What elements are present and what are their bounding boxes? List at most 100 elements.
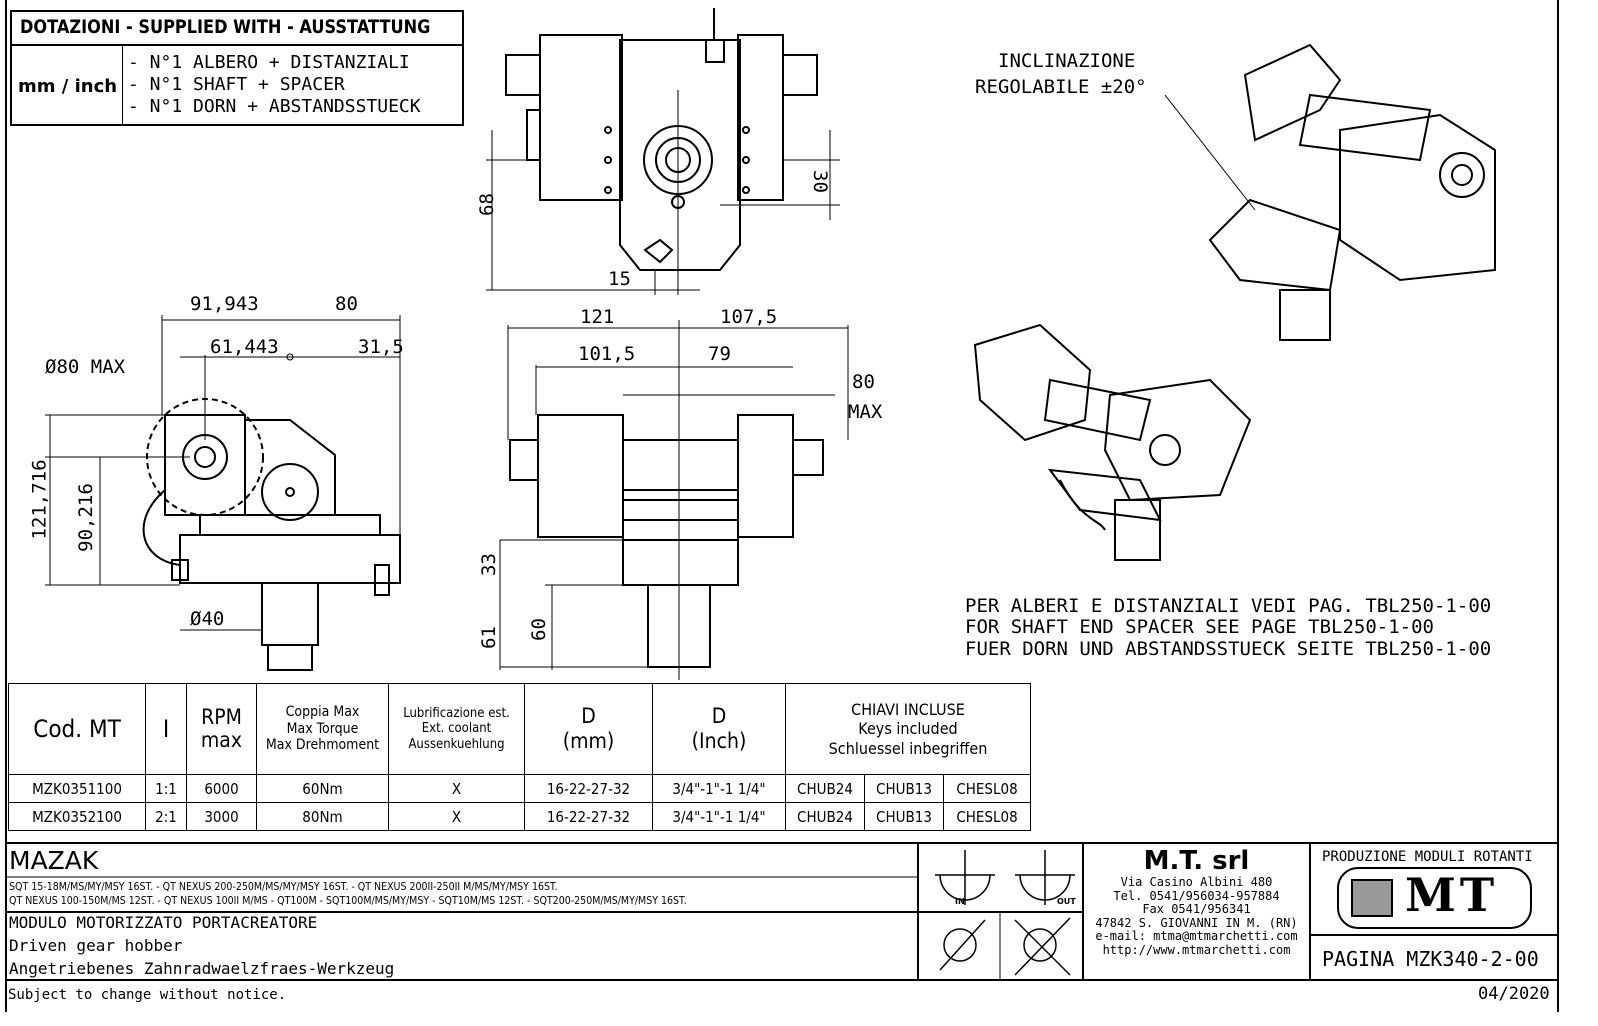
revision-date: 04/2020 (1478, 984, 1550, 1004)
company-email[interactable]: e-mail: mtma@mtmarchetti.com (1095, 929, 1298, 943)
header-line: Lubrificazione est. (403, 705, 510, 721)
cell-d-mm: 16-22-27-32 (524, 802, 653, 831)
isometric-view-top (1164, 43, 1496, 341)
supplied-with-box: DOTAZIONI - SUPPLIED WITH - AUSSTATTUNG … (10, 10, 464, 126)
header-line: (Inch) (691, 729, 747, 753)
side-view-drawing (45, 315, 401, 671)
header-rpm-line: max (200, 728, 243, 752)
rotation-direction-icons (935, 850, 1075, 976)
cell-rpm: 3000 (186, 802, 257, 831)
dimension-80: 80 (335, 293, 358, 315)
header-line: Coppia Max (285, 703, 360, 720)
dimension-33: 33 (477, 553, 500, 576)
cell-key: CHUB24 (785, 774, 865, 803)
header-ratio: I (145, 683, 187, 775)
cell-key: CHUB13 (864, 802, 944, 831)
description-english: Driven gear hobber (9, 936, 183, 955)
page-number: PAGINA MZK340-2-00 (1322, 947, 1539, 971)
header-d-mm: D(mm) (524, 683, 653, 775)
dimension-68: 68 (475, 193, 498, 216)
header-rpm-line: RPM (201, 704, 242, 729)
dimension-80-max: 80 (852, 371, 875, 393)
cell-code: MZK0352100 (8, 802, 146, 831)
dimension-90216: 90,216 (74, 483, 97, 552)
header-line: (mm) (562, 729, 615, 753)
top-view-drawing (486, 8, 840, 295)
supplied-with-title: DOTAZIONI - SUPPLIED WITH - AUSSTATTUNG (20, 16, 431, 38)
header-code: Cod. MT (8, 683, 146, 775)
cell-key: CHESL08 (943, 774, 1031, 803)
reference-note: FUER DORN UND ABSTANDSSTUECK SEITE TBL25… (965, 638, 1492, 660)
company-address: Via Casino Albini 480 (1120, 875, 1273, 889)
machine-list-line: SQT 15-18M/MS/MY/MSY 16ST. - QT NEXUS 20… (9, 880, 558, 893)
cell-torque: 80Nm (256, 802, 389, 831)
header-line: Max Torque (286, 720, 359, 737)
table-row: MZK0352100 2:1 3000 80Nm X 16-22-27-32 3… (8, 802, 1031, 831)
cell-d-inch: 3/4"-1"-1 1/4" (652, 774, 786, 803)
supplied-item: - N°1 DORN + ABSTANDSSTUECK (128, 96, 421, 117)
company-fax: Fax 0541/956341 (1142, 902, 1251, 916)
header-line: Ext. coolant (421, 721, 492, 737)
company-city: 47842 S. GIOVANNI IN M. (RN) (1095, 915, 1298, 930)
rotation-out-label: OUT (1057, 897, 1076, 906)
cell-ratio: 1:1 (145, 774, 187, 803)
disclaimer: Subject to change without notice. (8, 987, 287, 1003)
mt-logo (1337, 867, 1532, 929)
cell-coolant: X (388, 774, 525, 803)
inclination-note: REGOLABILE ±20° (975, 76, 1147, 98)
reference-note: PER ALBERI E DISTANZIALI VEDI PAG. TBL25… (965, 595, 1492, 617)
company-name: M.T. srl (1143, 846, 1250, 876)
production-label: PRODUZIONE MODULI ROTANTI (1322, 849, 1533, 865)
dimension-121: 121 (580, 306, 615, 328)
cell-code: MZK0351100 (8, 774, 146, 803)
company-phone: Tel. 0541/956034-957884 (1113, 888, 1280, 903)
header-line: CHIAVI INCLUSE (851, 700, 965, 720)
header-line: Schluessel inbegriffen (828, 738, 988, 758)
machine-list-line: QT NEXUS 100-150M/MS 12ST. - QT NEXUS 10… (9, 894, 687, 907)
dimension-79: 79 (708, 343, 731, 365)
rotation-in-label: IN (955, 897, 965, 906)
dimension-dia80-max: Ø80 MAX (45, 356, 126, 378)
front-view-drawing (499, 320, 849, 680)
dimension-31-5: 31,5 (358, 336, 404, 358)
dimension-121716: 121,716 (28, 459, 51, 540)
dimension-15: 15 (608, 268, 631, 290)
cell-d-mm: 16-22-27-32 (524, 774, 653, 803)
cell-ratio: 2:1 (145, 802, 187, 831)
header-line: Aussenkuehlung (408, 736, 505, 752)
dimension-91943: 91,943 (190, 293, 259, 315)
header-line: Keys included (858, 719, 958, 739)
header-d-inch: D(Inch) (652, 683, 786, 775)
logo-text: MT (1405, 868, 1499, 922)
cell-rpm: 6000 (186, 774, 257, 803)
company-website[interactable]: http://www.mtmarchetti.com (1102, 942, 1291, 957)
brand-title: MAZAK (9, 846, 99, 875)
dimension-61443: 61,443 (210, 336, 279, 358)
cell-torque: 60Nm (256, 774, 389, 803)
supplied-item: - N°1 ALBERO + DISTANZIALI (128, 52, 410, 73)
units-label: mm / inch (18, 76, 118, 97)
table-row: MZK0351100 1:1 6000 60Nm X 16-22-27-32 3… (8, 774, 1031, 803)
company-info: M.T. srl Via Casino Albini 480 Tel. 0541… (1083, 846, 1310, 957)
dimension-107-5: 107,5 (720, 306, 778, 328)
title-block-frame (5, 842, 1559, 981)
dimension-30: 30 (808, 170, 831, 193)
inclination-note: INCLINAZIONE (998, 50, 1136, 72)
header-line: D (581, 703, 596, 728)
header-line: Max Drehmoment (265, 737, 380, 754)
header-line: D (711, 703, 727, 728)
isometric-view-bottom (973, 323, 1252, 561)
cell-key: CHUB24 (785, 802, 865, 831)
supplied-item: - N°1 SHAFT + SPACER (128, 74, 345, 95)
reference-note: FOR SHAFT END SPACER SEE PAGE TBL250-1-0… (965, 616, 1434, 638)
cell-d-inch: 3/4"-1"-1 1/4" (652, 802, 786, 831)
description-german: Angetriebenes Zahnradwaelzfraes-Werkzeug (9, 959, 395, 978)
dimension-dia40: Ø40 (190, 608, 225, 630)
